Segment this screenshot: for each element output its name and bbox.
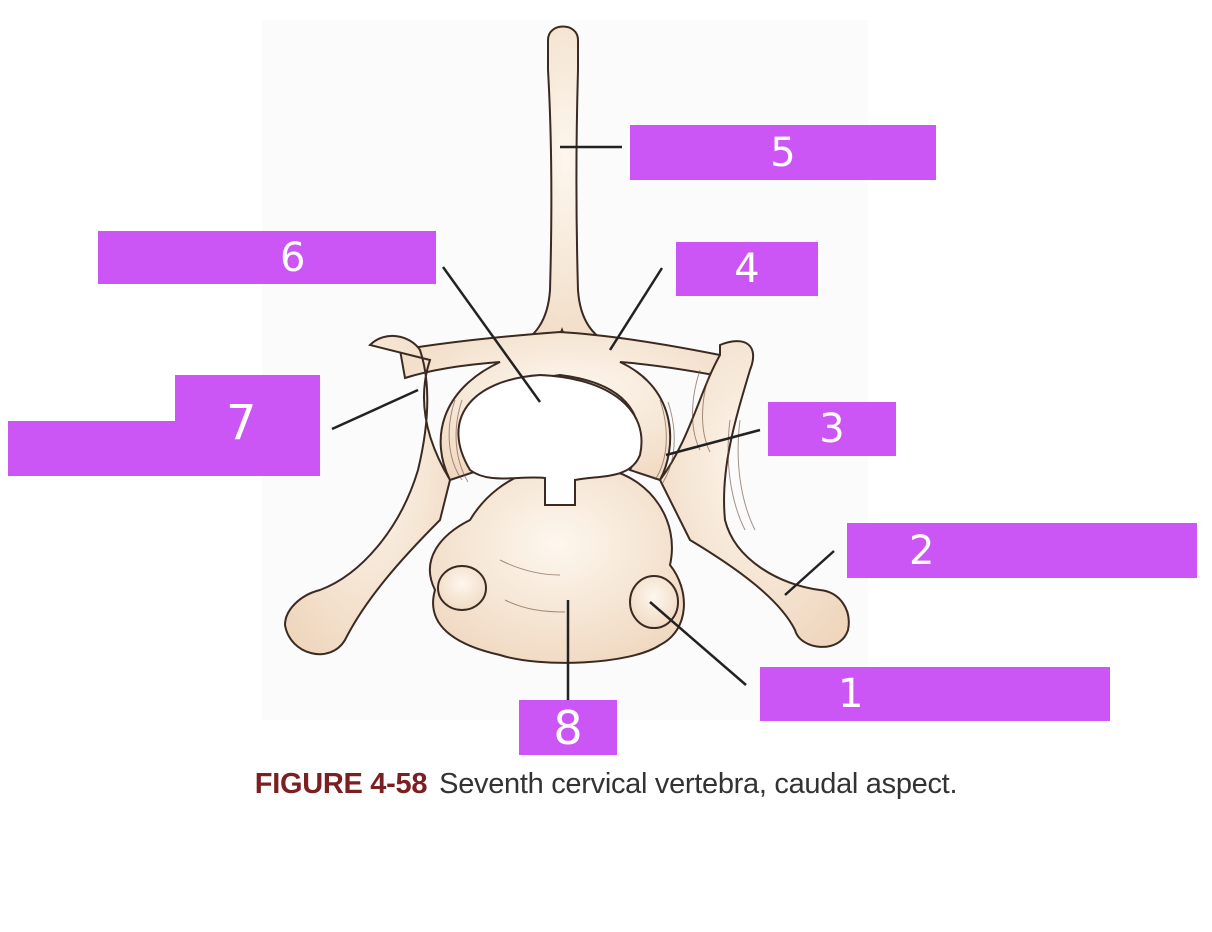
vertebral-arch <box>398 330 743 482</box>
vertebral-foramen <box>457 373 643 506</box>
label-text-2: 2 <box>909 527 935 574</box>
label-box-4: 4 <box>676 242 818 296</box>
label-text-1: 1 <box>838 671 864 717</box>
caption-text: Seventh cervical vertebra, caudal aspect… <box>439 768 958 800</box>
label-text-5: 5 <box>770 129 796 176</box>
label-text-3: 3 <box>819 406 845 452</box>
label-text-4: 4 <box>734 246 760 292</box>
label-box-6: 6 <box>98 231 436 284</box>
leader-lines <box>331 145 835 700</box>
label-box-1: 1 <box>760 667 1110 721</box>
label-box-3: 3 <box>768 402 896 456</box>
left-transverse-process <box>283 334 452 656</box>
label-box-7: 7 <box>8 375 320 476</box>
label-text-8: 8 <box>553 700 583 755</box>
vertebra-drawing <box>283 25 850 664</box>
leader-line-4 <box>608 267 664 351</box>
leader-line-6 <box>441 266 542 403</box>
label-box-5: 5 <box>630 125 936 180</box>
label-text-6: 6 <box>280 234 306 281</box>
left-fovea <box>437 565 487 611</box>
right-transverse-process <box>658 340 850 648</box>
label-box-8: 8 <box>519 700 617 755</box>
leader-line-1 <box>649 601 747 686</box>
leader-line-7 <box>331 388 419 431</box>
label-box-2: 2 <box>847 523 1197 578</box>
shading <box>448 369 756 613</box>
leader-line-2 <box>784 550 835 596</box>
leader-line-3 <box>665 428 761 457</box>
figure-number: FIGURE 4-58 <box>254 768 428 800</box>
figure-caption: FIGURE 4-58 Seventh cervical vertebra, ca… <box>0 768 1212 801</box>
label-text-7: 7 <box>226 395 257 451</box>
